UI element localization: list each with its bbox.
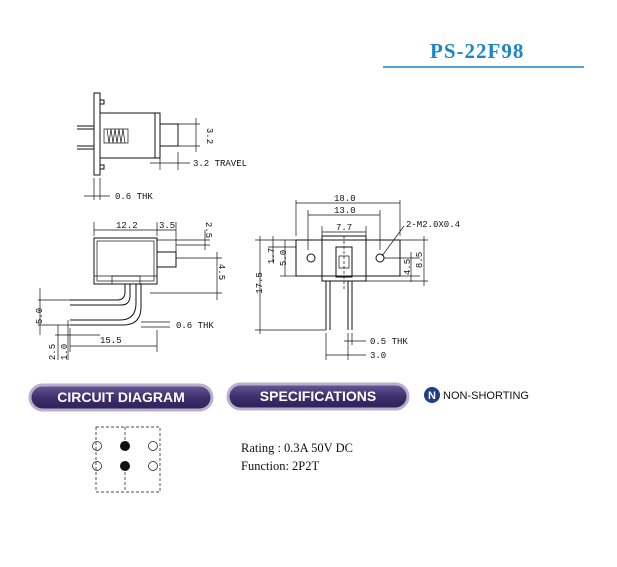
side-view-dim-e-label: 1.0 — [60, 344, 70, 360]
side-view-dim-d-label: 2.5 — [48, 344, 58, 360]
circuit-diagram — [92, 426, 161, 493]
front-view-width-13-label: 13.0 — [334, 206, 356, 216]
mounting-holes-label: 2-M2.0X0.4 — [406, 220, 460, 230]
front-view-width-77-label: 7.7 — [336, 223, 352, 233]
side-view-length-label: 15.5 — [100, 336, 122, 346]
front-view-height-50-label: 5.0 — [279, 250, 289, 266]
part-number-title: PS-22F98 — [430, 39, 524, 63]
side-view-dim-c-label: 5.0 — [35, 308, 45, 324]
side-view-dim-a-label: 2.5 — [203, 222, 213, 238]
top-view-thickness-label: 0.6 THK — [115, 192, 153, 202]
circuit-diagram-heading: CIRCUIT DIAGRAM — [28, 383, 214, 412]
front-view-thickness-label: 0.5 THK — [370, 337, 408, 347]
front-view-height-85-label: 8.5 — [415, 252, 425, 268]
side-view-width-label: 12.2 — [116, 221, 138, 231]
front-view-height-17-label: 1.7 — [267, 248, 277, 264]
front-view-width-30-label: 3.0 — [370, 351, 386, 361]
spec-rating: Rating : 0.3A 50V DC — [241, 441, 353, 455]
non-shorting-badge: N NON-SHORTING — [424, 387, 529, 403]
travel-label: 3.2 TRAVEL — [193, 159, 247, 169]
side-view-dim-b-label: 4.5 — [216, 264, 226, 280]
specifications-heading: SPECIFICATIONS — [226, 382, 410, 411]
side-view-thickness-label: 0.6 THK — [176, 321, 214, 331]
front-view-height-45-label: 4.5 — [403, 259, 413, 275]
front-view-drawing: 18.0 13.0 7.7 2-M2.0X0.4 17.5 — [255, 194, 460, 361]
specifications-heading-text: SPECIFICATIONS — [260, 388, 376, 404]
front-view-height-175-label: 17.5 — [255, 272, 265, 294]
spec-function: Function: 2P2T — [241, 459, 319, 473]
side-view-drawing: 12.2 3.5 2.5 4.5 5.0 2.5 1.0 — [35, 221, 226, 360]
circuit-diagram-heading-text: CIRCUIT DIAGRAM — [57, 389, 185, 405]
top-view-height-label: 3.2 — [204, 128, 214, 144]
top-view-drawing: 3.2 3.2 TRAVEL 0.6 THK — [77, 92, 247, 202]
non-shorting-label: NON-SHORTING — [443, 390, 529, 402]
side-view-actuator-label: 3.5 — [159, 221, 175, 231]
non-shorting-icon: N — [428, 390, 436, 402]
front-view-width-18-label: 18.0 — [334, 194, 356, 204]
